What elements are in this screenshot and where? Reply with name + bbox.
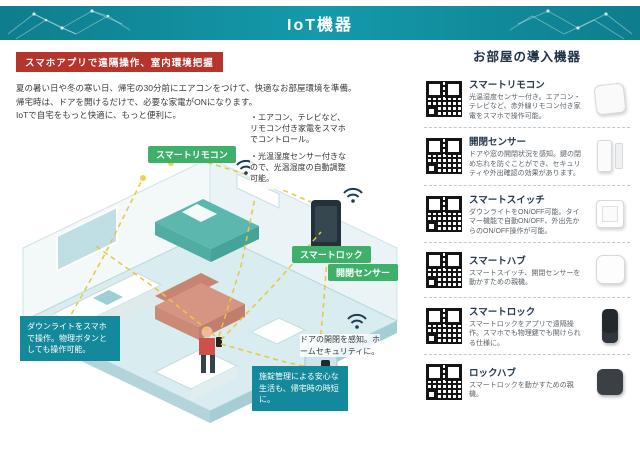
device-name: スマートハブ [469, 255, 526, 267]
label-smart-lock: スマートロック [292, 246, 371, 263]
note-line: ・光温湿度センサー付きなので、光温湿度の自動調整可能。 [250, 151, 346, 183]
air-conditioner [236, 173, 280, 209]
wifi-icon [347, 313, 367, 329]
smart-remote-photo [592, 78, 628, 120]
door-sensor-photo [592, 135, 628, 177]
network-mesh-icon [7, 9, 131, 40]
smart-lock-photo [592, 305, 628, 347]
device-info: ロックハブ スマートロックを動かすための親機。 [469, 365, 585, 400]
qr-code [424, 79, 464, 120]
bed [155, 199, 259, 262]
smartphone [216, 337, 222, 347]
callout-smart-life: 施錠管理による安心な生活も、帰宅時の時短に。 [252, 366, 348, 411]
device-info: スマートスイッチ ダウンライトをON/OFF可能。タイマー機能で自動ON/OFF… [469, 192, 585, 236]
isometric-room [21, 151, 399, 423]
qr-eye [426, 163, 437, 175]
device-item-door-sensor: 開閉センサー ドアや窓の開閉状況を感知。鍵の閉め忘れを防ぐことができ、セキュリテ… [424, 128, 630, 186]
device-name: ロックハブ [469, 367, 517, 379]
device-name: スマートリモコン [469, 80, 545, 91]
network-mesh-icon [509, 9, 633, 40]
qr-eye [426, 333, 437, 345]
smart-hub-photo [592, 249, 628, 291]
sidebar-title: お部屋の導入機器 [472, 50, 581, 64]
wifi-icon [343, 187, 363, 203]
smart-remote-notes: ・エアコン、テレビなど、リモコン付き家電をスマホでコントロール。 ・光温湿度セン… [250, 112, 346, 190]
intro-text: 夏の暑い日や冬の寒い日、帰宅の30分前にエアコンをつけて、快適なお部屋環境を準備… [16, 83, 357, 121]
callout-downlight: ダウンライトをスマホで操作。物理ボタンとしても操作可能。 [20, 316, 120, 361]
label-smart-remote: スマートリモコン [148, 146, 236, 163]
device-desc: スマートロックをアプリで遠隔操作。スマホでも物理鍵でも開けられる仕様に。 [469, 320, 581, 347]
qr-eye [426, 389, 437, 401]
qr-eye [426, 220, 437, 232]
device-item-smart-lock: スマートロック スマートロックをアプリで遠隔操作。スマホでも物理鍵でも開けられる… [424, 298, 630, 356]
coffee-table [249, 317, 307, 345]
page-title: IoT機器 [287, 17, 353, 34]
device-name: 開閉センサー [469, 137, 527, 149]
device-item-smart-switch: スマートスイッチ ダウンライトをON/OFF可能。タイマー機能で自動ON/OFF… [424, 186, 630, 243]
device-item-smart-hub: スマートハブ スマートスイッチ、開閉センサーを動かすための親機。 [424, 243, 630, 298]
device-item-smart-remote: スマートリモコン 光温湿度センサー付き。エアコン・テレビなど、赤外線リモコン付き… [424, 71, 630, 129]
device-info: スマートロック スマートロックをアプリで遠隔操作。スマホでも物理鍵でも開けられる… [469, 304, 585, 348]
header-banner: IoT機器 [0, 6, 640, 40]
qr-eye [426, 106, 437, 118]
smart-switch-photo [592, 193, 628, 235]
note-line: ・エアコン、テレビなど、リモコン付き家電をスマホでコントロール。 [250, 113, 346, 145]
device-item-lock-hub: ロックハブ スマートロックを動かすための親機。 [424, 355, 630, 409]
window [56, 205, 118, 273]
qr-code [424, 306, 464, 347]
lead-badge: スマホアプリで遠隔操作、室内環境把握 [16, 52, 223, 72]
room-illustration [4, 136, 416, 441]
downlight [140, 175, 146, 181]
qr-code [424, 136, 464, 177]
qr-code [424, 249, 464, 290]
device-info: スマートハブ スマートスイッチ、開閉センサーを動かすための親機。 [469, 253, 585, 288]
desk [153, 348, 239, 401]
device-info: スマートリモコン 光温湿度センサー付き。エアコン・テレビなど、赤外線リモコン付き… [469, 77, 585, 121]
device-sidebar: お部屋の導入機器 スマートリモコン 光温湿度センサー付き。エアコン・テレビなど、… [424, 46, 630, 409]
qr-code [424, 362, 464, 403]
tv-screen [315, 206, 337, 242]
door-sensor-note: ドアの開閉を感知。ホームセキュリティに。 [300, 334, 380, 358]
device-desc: スマートスイッチ、開閉センサーを動かすための親機。 [469, 269, 581, 286]
device-name: スマートロック [469, 306, 536, 318]
device-desc: 光温湿度センサー付き。エアコン・テレビなど、赤外線リモコン付き家電をスマホで操作… [469, 94, 581, 120]
device-info: 開閉センサー ドアや窓の開閉状況を感知。鍵の閉め忘れを防ぐことができ、セキュリテ… [469, 134, 585, 178]
lock-hub-photo [592, 361, 628, 403]
device-desc: ドアや窓の開閉状況を感知。鍵の閉め忘れを防ぐことができ、セキュリティや外出確認の… [469, 151, 581, 178]
qr-code [424, 193, 464, 234]
device-desc: スマートロックを動かすための親機。 [469, 381, 574, 399]
qr-eye [426, 276, 437, 288]
device-desc: ダウンライトをON/OFF可能。タイマー機能で自動ON/OFF、外出先からのON… [469, 208, 580, 235]
device-name: スマートスイッチ [469, 194, 545, 206]
label-door-sensor: 開閉センサー [328, 264, 399, 281]
